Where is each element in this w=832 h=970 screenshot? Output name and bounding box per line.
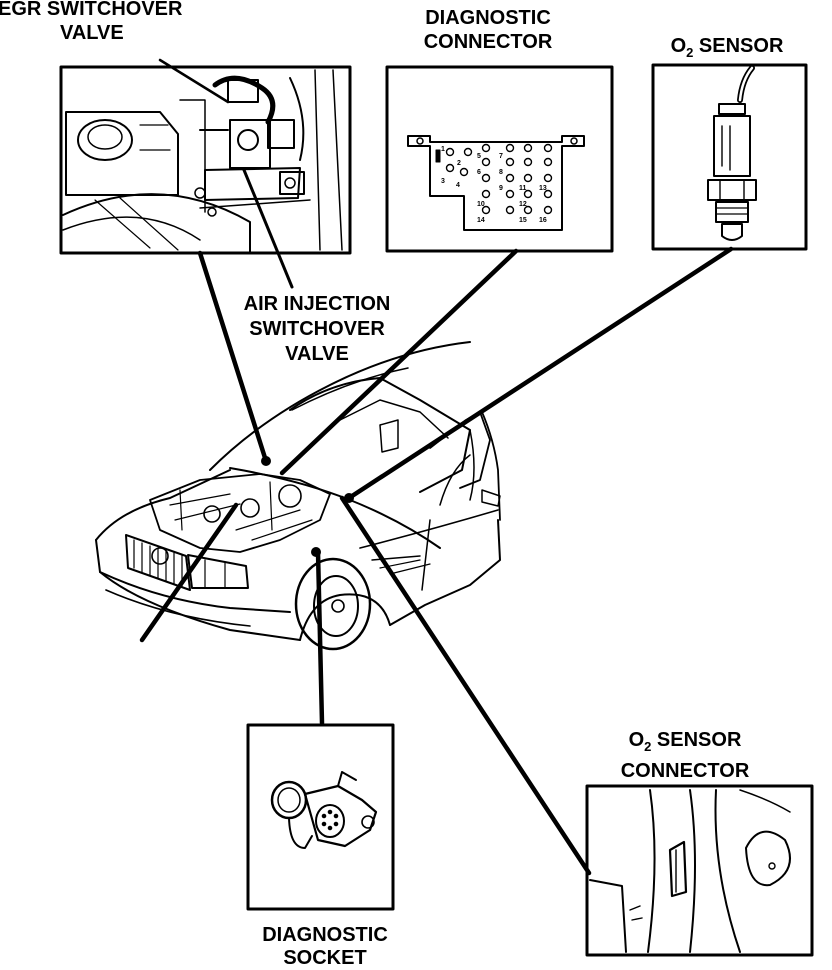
connector-pin-15: 15: [519, 217, 527, 224]
o2-sensor-text: O2 SENSOR: [662, 34, 792, 65]
leader-diag-socket: [315, 549, 325, 726]
leader-air-injection: [139, 502, 239, 643]
o2-sensor-connector-label: O2 SENSOR CONNECTOR: [605, 728, 765, 783]
leader-egr: [197, 250, 269, 464]
car-illustration: [95, 341, 501, 651]
o2-sensor-label: O2 SENSOR: [662, 34, 792, 65]
leader-egr-label: [158, 58, 230, 104]
diagnostic-socket-inset: [246, 723, 395, 911]
egr-switchover-valve-label: EGR SWITCHOVER VALVE: [0, 0, 182, 45]
connector-pin-11: 11: [519, 185, 527, 192]
connector-pin-13: 13: [539, 185, 547, 192]
diag-socket-line2: SOCKET: [283, 947, 367, 969]
o2-sub: 2: [686, 45, 694, 60]
leader-air-label: [242, 168, 294, 289]
connector-pin-5: 5: [477, 153, 481, 160]
o2c-o: O: [628, 729, 645, 751]
o2-connector-line1: O2 SENSOR: [605, 728, 765, 759]
diag-connector-line2: CONNECTOR: [423, 31, 553, 53]
leader-lines: [139, 58, 734, 876]
connector-pin-3: 3: [441, 178, 445, 185]
leader-o2-connector: [339, 495, 592, 876]
diag-socket-line1: DIAGNOSTIC: [262, 924, 388, 946]
connector-pin-9: 9: [499, 185, 503, 192]
egr-label-line1: EGR SWITCHOVER: [0, 0, 183, 20]
connector-pin-6: 6: [477, 169, 481, 176]
o2-sensor-inset: [651, 63, 808, 251]
diagnostic-connector-label: DIAGNOSTIC CONNECTOR: [414, 6, 562, 54]
connector-pin-1: 1: [441, 146, 445, 153]
air-injection-switchover-valve-label: AIR INJECTION SWITCHOVER VALVE: [232, 292, 402, 367]
connector-pin-8: 8: [499, 169, 503, 176]
o2c-suffix: SENSOR: [651, 729, 742, 751]
diag-connector-line1: DIAGNOSTIC: [425, 7, 551, 29]
connector-pin-14: 14: [477, 217, 485, 224]
engine-bay-inset: [59, 65, 352, 255]
connector-pin-2: 2: [457, 160, 461, 167]
diagnostic-connector-inset: [385, 65, 614, 253]
connector-pin-10: 10: [477, 201, 485, 208]
diagnostic-socket-label: DIAGNOSTIC SOCKET: [250, 924, 400, 970]
connector-pin-4: 4: [456, 182, 460, 189]
o2-o: O: [670, 35, 687, 57]
air-label-line3: VALVE: [285, 343, 349, 365]
leader-o2-sensor: [346, 246, 734, 501]
connector-pin-12: 12: [519, 201, 527, 208]
connector-pin-16: 16: [539, 217, 547, 224]
air-label-line2: SWITCHOVER: [249, 318, 385, 340]
o2-suffix: SENSOR: [693, 35, 784, 57]
air-label-line1: AIR INJECTION: [243, 293, 391, 315]
o2-connector-inset: [585, 784, 814, 957]
o2-connector-line2: CONNECTOR: [620, 760, 750, 782]
connector-pin-7: 7: [499, 153, 503, 160]
o2c-sub: 2: [644, 739, 652, 754]
egr-label-line2: VALVE: [60, 22, 124, 44]
leader-diag-connector: [279, 248, 519, 476]
